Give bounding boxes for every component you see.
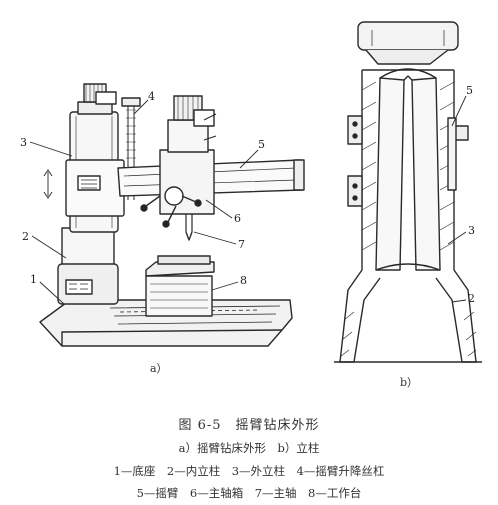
callout-4: 4 bbox=[148, 90, 155, 103]
right-callout-2: 2 bbox=[468, 292, 475, 305]
left-leader-lines bbox=[29, 99, 259, 305]
column-section-view bbox=[334, 21, 482, 363]
figure-subtitle: a）摇臂钻床外形 b）立柱 bbox=[178, 441, 320, 455]
right-callout-5: 5 bbox=[466, 84, 473, 97]
legend-line-1: 1—底座 2—内立柱 3—外立柱 4—摇臂升降丝杠 bbox=[113, 464, 385, 478]
worktable bbox=[145, 261, 215, 277]
callout-8: 8 bbox=[240, 274, 247, 287]
callout-5: 5 bbox=[258, 138, 265, 151]
drill-figure: 1 2 3 4 5 6 7 8 a） 5 3 2 b） bbox=[20, 21, 482, 389]
radial-drill-exterior-view bbox=[39, 83, 305, 347]
right-leader-lines bbox=[447, 95, 467, 303]
spindle bbox=[185, 214, 193, 232]
headstock bbox=[159, 149, 215, 215]
view-a-label: a） bbox=[150, 362, 168, 375]
callout-6: 6 bbox=[234, 212, 241, 225]
callout-1: 1 bbox=[30, 273, 37, 286]
view-b-label: b） bbox=[400, 376, 418, 389]
callout-3: 3 bbox=[20, 136, 27, 149]
figure-title: 图 6-5 摇臂钻床外形 bbox=[178, 418, 320, 433]
right-callout-3: 3 bbox=[468, 224, 475, 237]
callout-7: 7 bbox=[238, 238, 245, 251]
legend-line-2: 5—摇臂 6—主轴箱 7—主轴 8—工作台 bbox=[136, 486, 362, 500]
callout-2: 2 bbox=[22, 230, 29, 243]
